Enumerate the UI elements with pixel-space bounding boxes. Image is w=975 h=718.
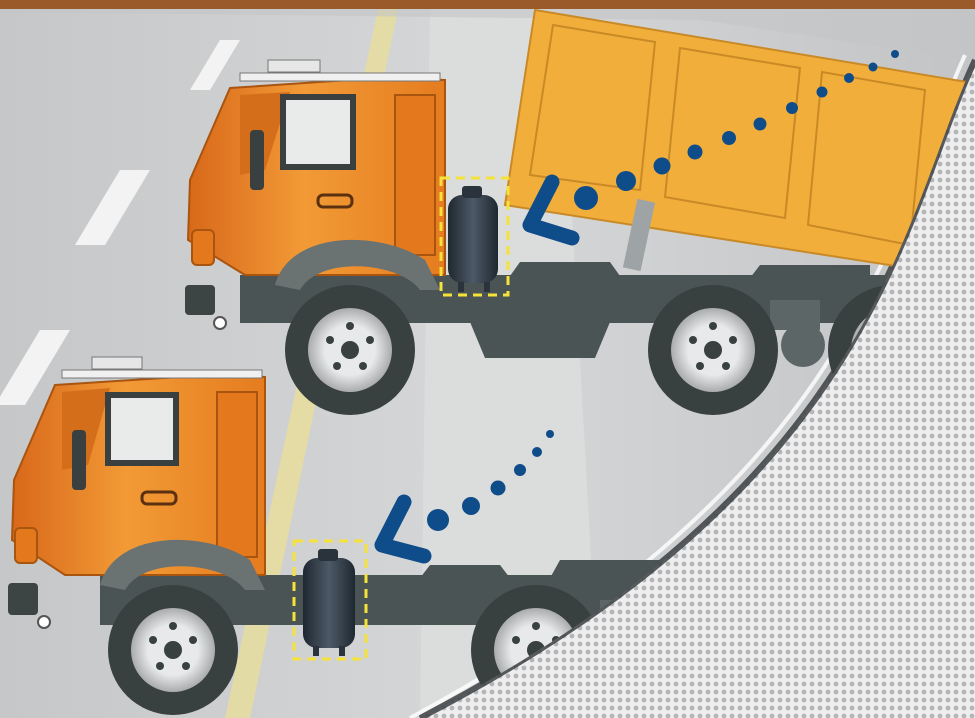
wheel xyxy=(285,285,415,415)
wheel xyxy=(108,585,238,715)
wheel xyxy=(648,285,778,415)
top-strip xyxy=(0,0,975,9)
